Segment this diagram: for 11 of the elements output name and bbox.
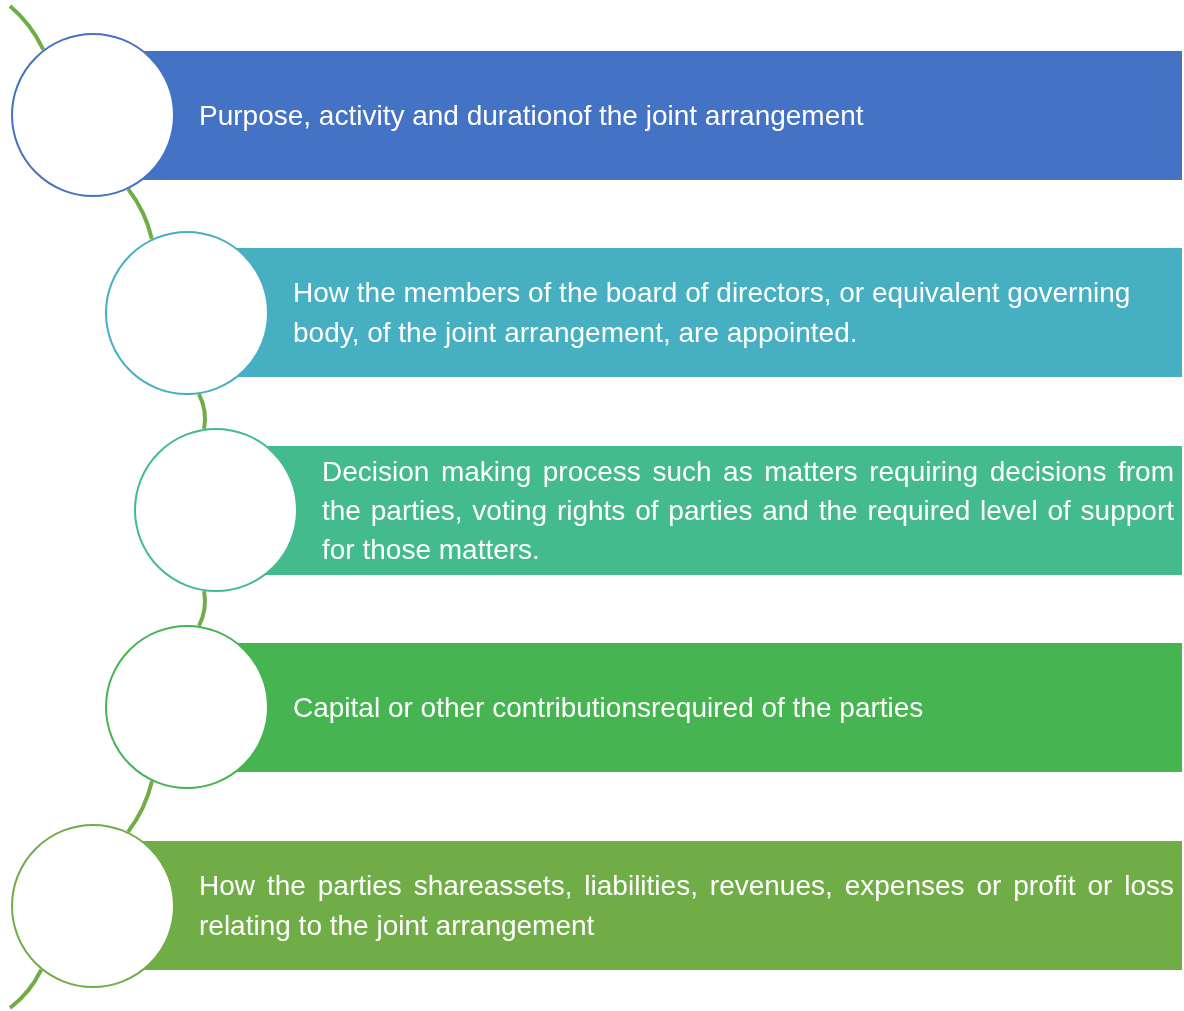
- connector-line: [8, 968, 44, 1010]
- connector-line: [126, 187, 154, 240]
- bar-text: Decision making process such as matters requiring decisions from the parties, voting rights of parties and the required level of support for those matters.: [322, 454, 1174, 568]
- bar-text: How the parties shareassets, liabilities, revenues, expenses or profit or loss relating to the joint arrangement: [199, 869, 1174, 943]
- connector-line: [126, 780, 154, 834]
- bar-text: Capital or other contributionsrequired of the parties: [293, 690, 925, 725]
- connector-line: [197, 393, 207, 430]
- bar-text: How the members of the board of directors, or equivalent governing body, of the joint arrangement, are appointed.: [293, 276, 1132, 350]
- bar-text: Purpose, activity and durationof the joint arrangement: [199, 98, 865, 133]
- connector-line: [197, 590, 207, 627]
- connector-line: [8, 4, 46, 51]
